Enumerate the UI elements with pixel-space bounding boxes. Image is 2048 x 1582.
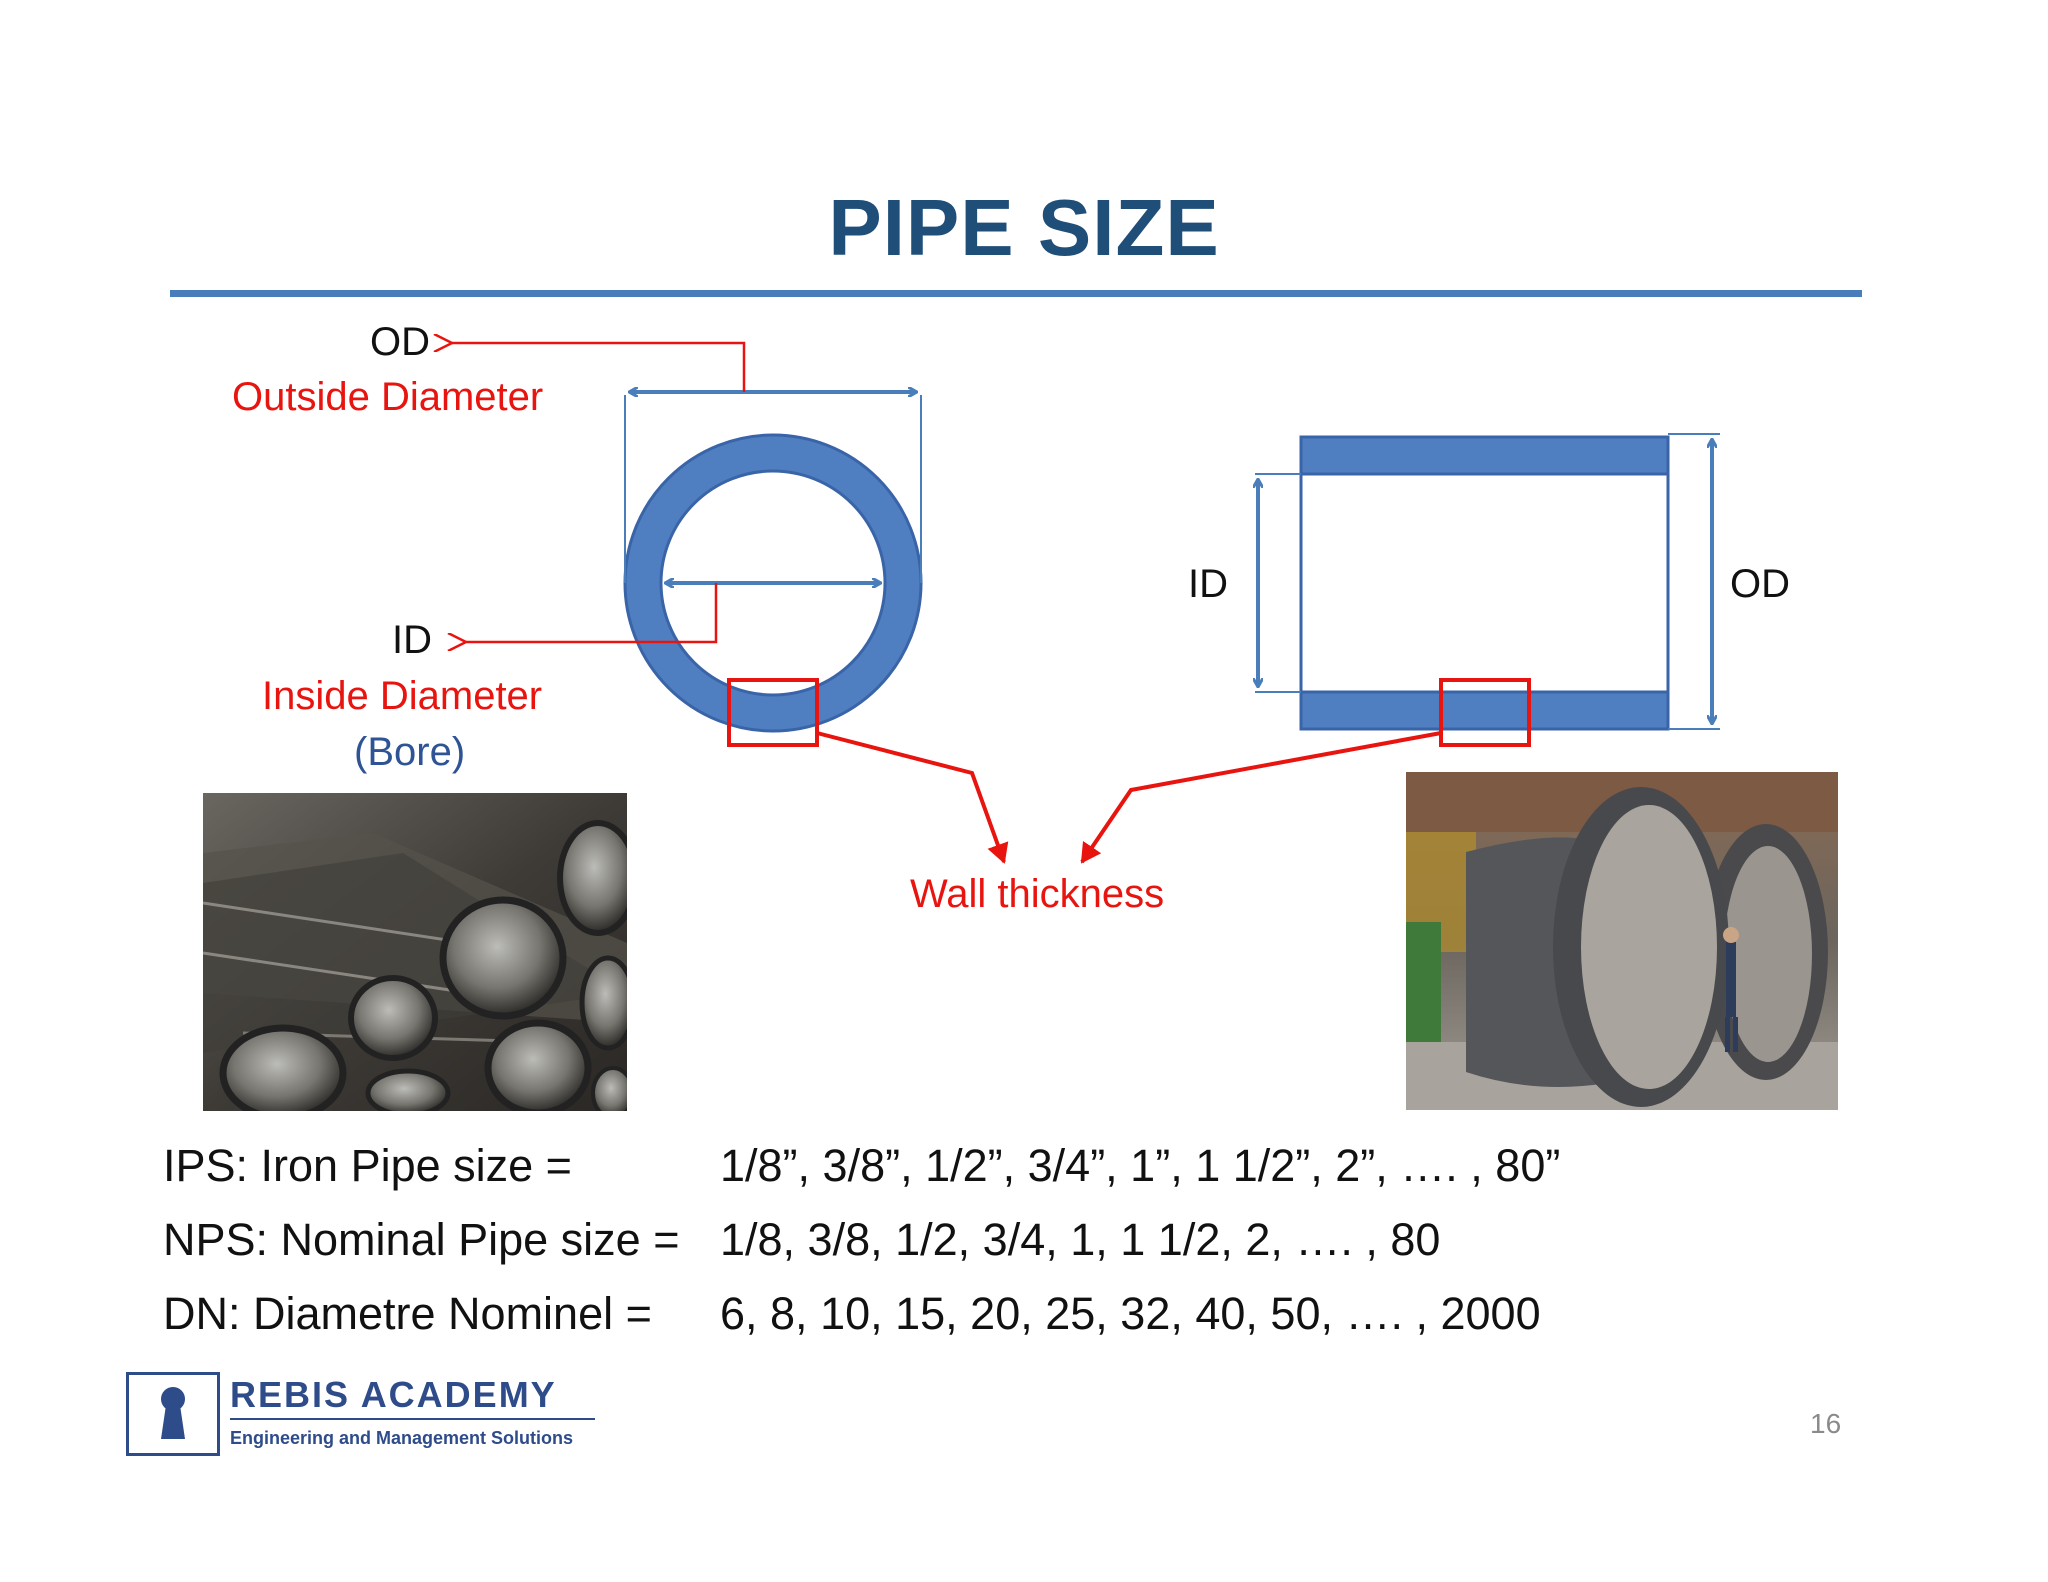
od-dimension-left bbox=[624, 392, 922, 583]
spec-label-ips: IPS: Iron Pipe size = bbox=[163, 1140, 572, 1191]
logo-mark bbox=[126, 1372, 220, 1456]
logo-tagline: Engineering and Management Solutions bbox=[230, 1428, 574, 1448]
wall-highlight-section bbox=[1439, 678, 1531, 747]
pipe-longitudinal-section bbox=[1299, 435, 1670, 731]
steel-pipes-stack-photo bbox=[203, 793, 627, 1111]
inside-diameter-caption: Inside Diameter bbox=[262, 674, 543, 718]
spec-value-dn: 6, 8, 10, 15, 20, 25, 32, 40, 50, …. , 2… bbox=[720, 1288, 1541, 1339]
bore-caption: (Bore) bbox=[354, 730, 466, 774]
id-label-right: ID bbox=[1188, 562, 1228, 606]
od-leader-line bbox=[452, 343, 746, 392]
wall-thickness-label: Wall thickness bbox=[910, 872, 1165, 916]
id-label-left: ID bbox=[392, 618, 432, 662]
spec-label-nps: NPS: Nominal Pipe size = bbox=[163, 1214, 680, 1265]
wall-arrow-right bbox=[1080, 731, 1442, 864]
od-label-left: OD bbox=[370, 320, 430, 364]
spec-value-nps: 1/8, 3/8, 1/2, 3/4, 1, 1 1/2, 2, …. , 80 bbox=[720, 1214, 1441, 1265]
page-number: 16 bbox=[1810, 1408, 1842, 1439]
spec-label-dn: DN: Diametre Nominel = bbox=[163, 1288, 652, 1339]
od-label-right: OD bbox=[1730, 562, 1790, 606]
outside-diameter-caption: Outside Diameter bbox=[232, 375, 544, 419]
keyhole-icon bbox=[161, 1387, 185, 1439]
wall-arrow-left bbox=[816, 731, 1009, 864]
large-diameter-pipes-photo bbox=[1406, 772, 1838, 1110]
logo-name: REBIS ACADEMY bbox=[230, 1374, 557, 1415]
wall-highlight-ring bbox=[727, 678, 819, 747]
od-dimension-right bbox=[1668, 433, 1720, 730]
id-dimension-right bbox=[1255, 473, 1301, 693]
title-underline bbox=[170, 290, 1862, 297]
logo-divider bbox=[230, 1418, 595, 1420]
spec-value-ips: 1/8”, 3/8”, 1/2”, 3/4”, 1”, 1 1/2”, 2”, … bbox=[720, 1140, 1561, 1191]
page-title: PIPE SIZE bbox=[828, 183, 1220, 272]
id-leader-line bbox=[466, 583, 718, 642]
